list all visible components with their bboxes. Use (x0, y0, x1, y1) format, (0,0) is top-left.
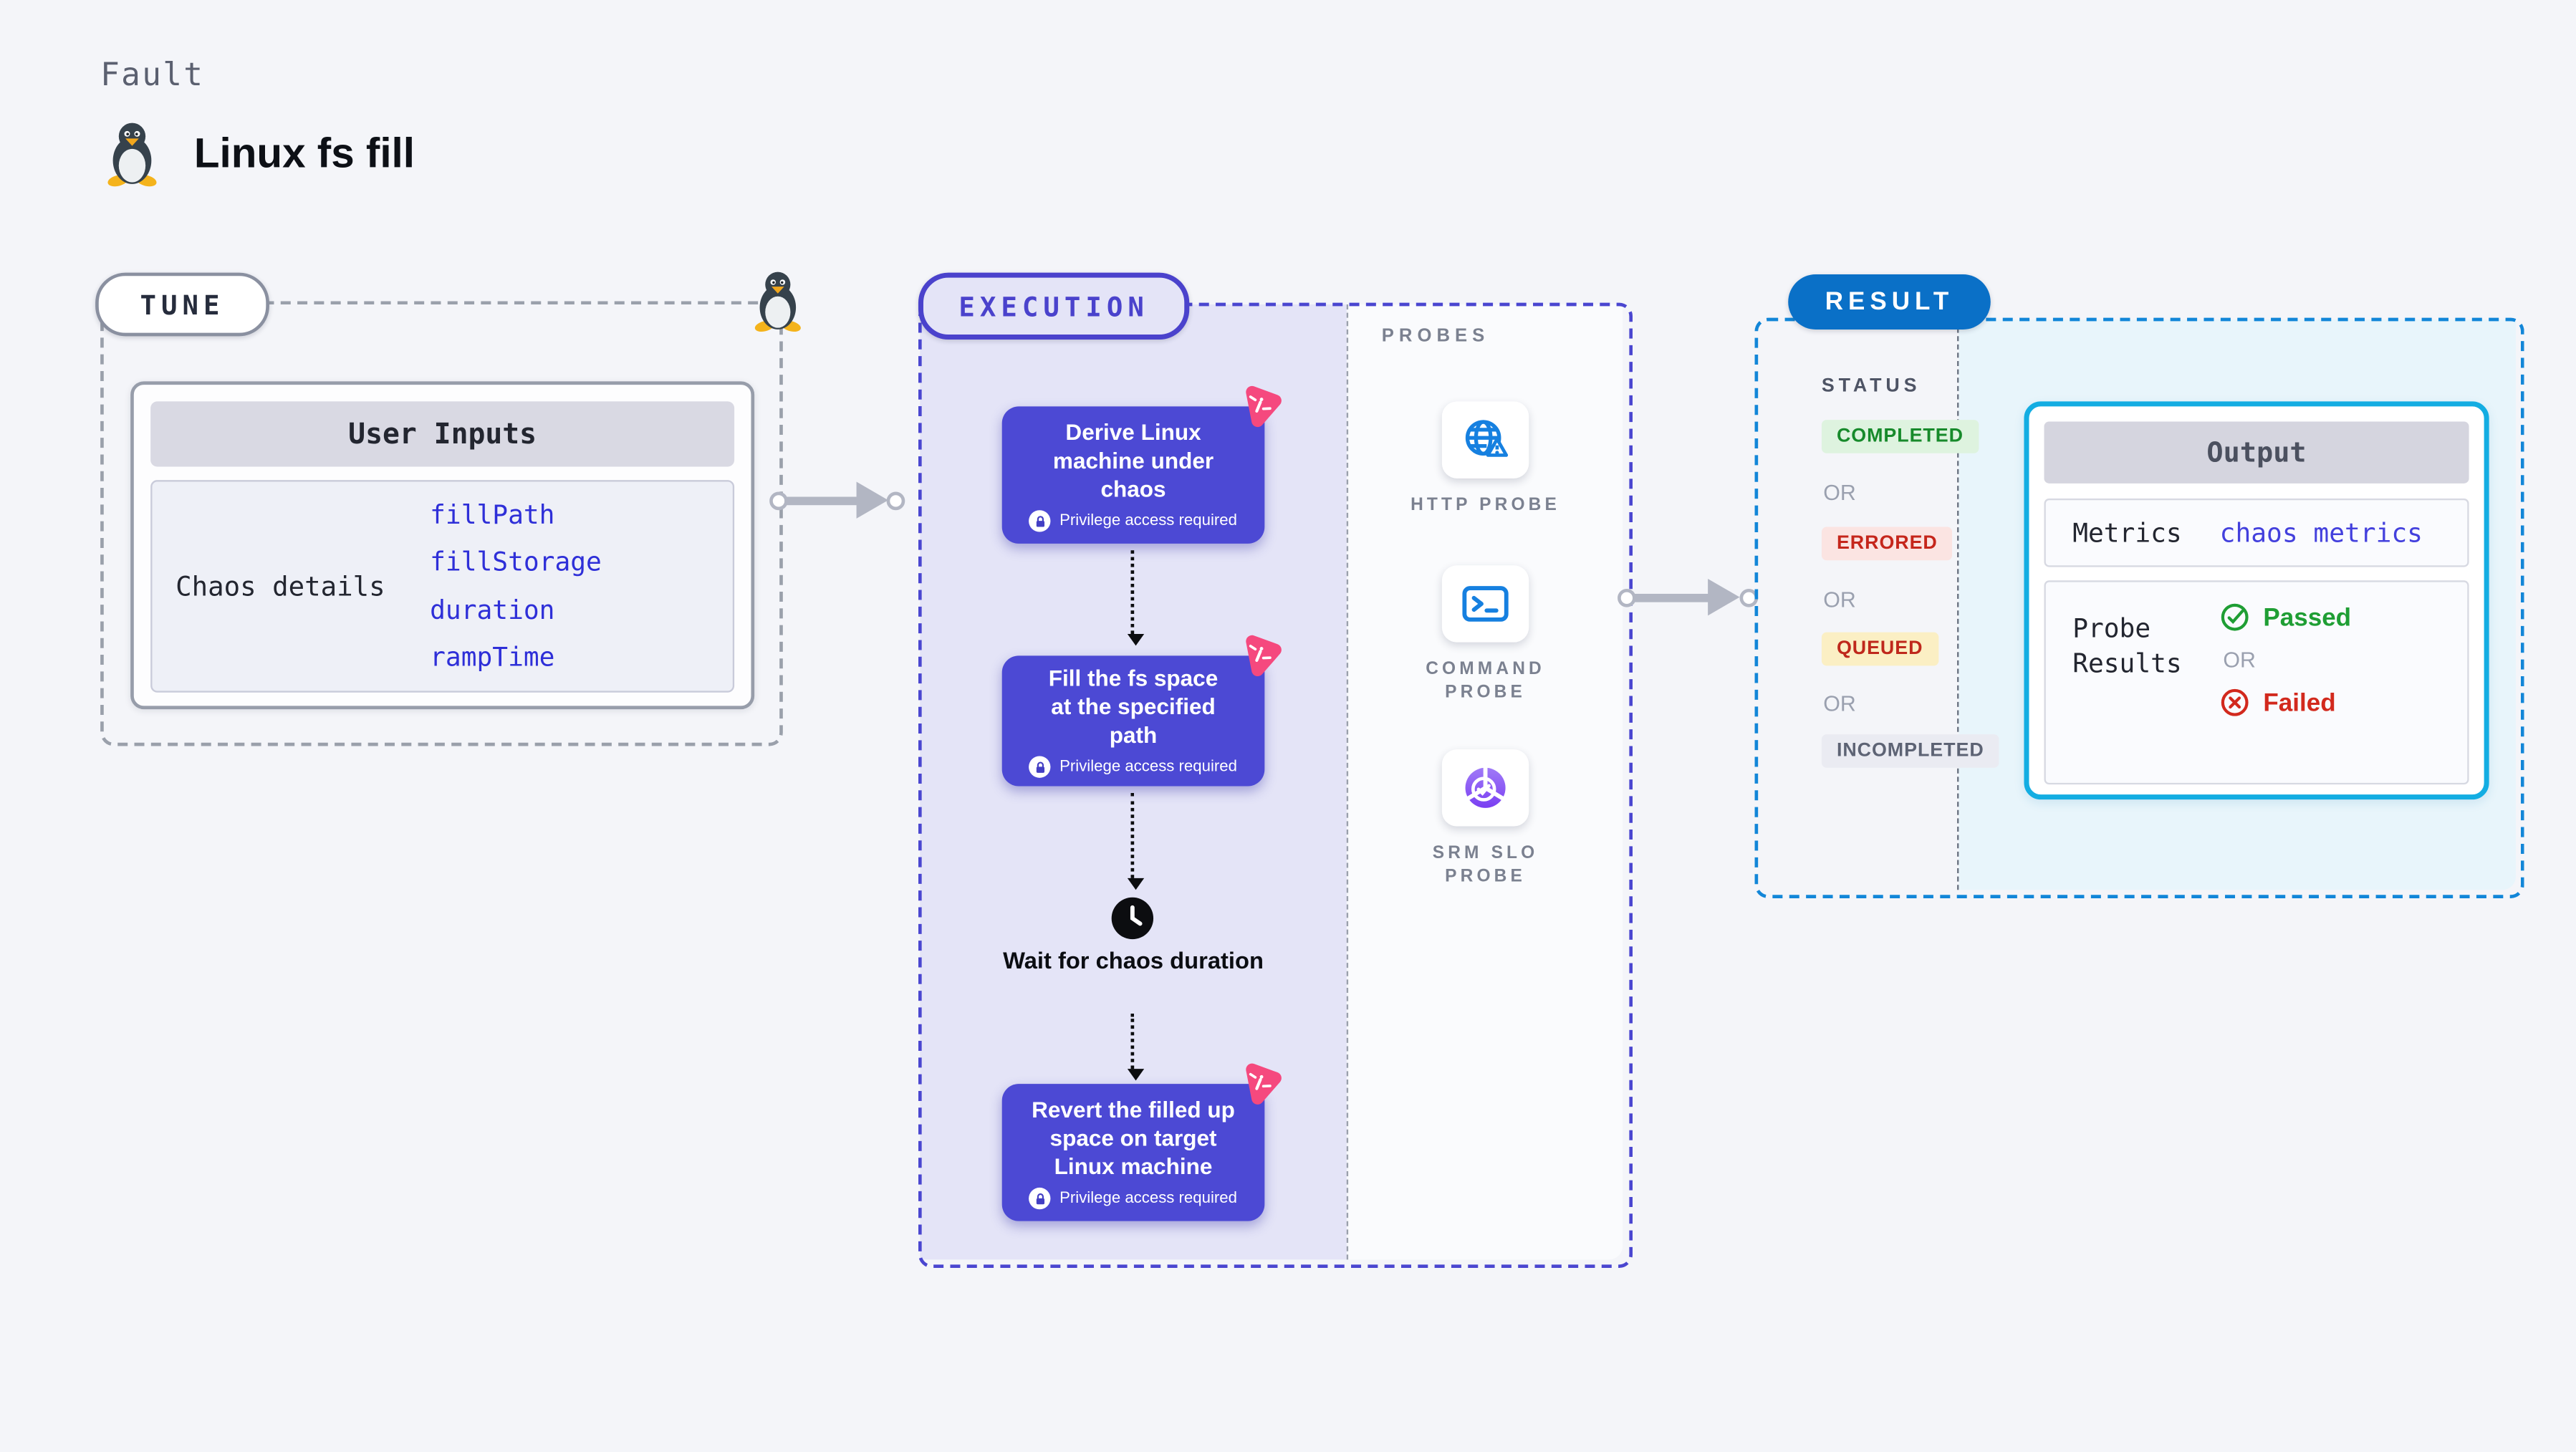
step-title: Derive Linux machine under chaos (1052, 420, 1214, 502)
check-circle-icon (2220, 602, 2250, 633)
chaoshub-icon (1235, 1059, 1286, 1110)
execution-badge: EXECUTION (918, 272, 1190, 340)
probe-tile (1441, 565, 1529, 643)
probe-command: COMMAND PROBE (1348, 565, 1623, 705)
page-kicker: Fault (100, 57, 205, 94)
privilege-note: Privilege access required (1059, 1189, 1237, 1208)
dotted-arrow (1127, 792, 1144, 890)
connector-bar (1633, 592, 1714, 602)
probe-http: HTTP PROBE (1348, 401, 1623, 517)
status-badge-completed: COMPLETED (1821, 420, 1979, 453)
probe-tile (1441, 401, 1529, 479)
step-fill-fs-space: Fill the fs space at the specified path … (1001, 655, 1265, 787)
dotted-arrow (1127, 1014, 1144, 1081)
x-circle-icon (2220, 688, 2250, 718)
status-output-divider (1957, 319, 1959, 890)
status-badge-incompleted: INCOMPLETED (1821, 734, 1999, 768)
execution-probes-divider (1346, 304, 1349, 1260)
failed-result: Failed (2220, 688, 2351, 718)
probe-results-label: Probe Results (2072, 613, 2182, 679)
execution-section (918, 302, 1633, 1269)
globe-alert-icon (1461, 415, 1511, 465)
user-inputs-card: User Inputs Chaos details fillPath fillS… (130, 381, 755, 710)
clock-icon (1111, 897, 1155, 941)
probe-tile (1441, 749, 1529, 827)
failed-label: Failed (2263, 688, 2336, 717)
or-label: OR (1823, 587, 1856, 612)
lock-icon (1029, 510, 1052, 532)
input-value: fillStorage (430, 547, 602, 578)
result-section (1754, 317, 2524, 898)
step-note: Privilege access required (1029, 1187, 1237, 1210)
passed-result: Passed (2220, 602, 2351, 633)
user-inputs-header: User Inputs (150, 401, 735, 467)
dotted-arrow (1127, 550, 1144, 646)
connector-bar (784, 496, 862, 505)
input-value: rampTime (430, 643, 555, 673)
chaos-metrics-link: chaos metrics (2219, 517, 2423, 548)
probe-label: COMMAND PROBE (1426, 659, 1545, 703)
input-value: fillPath (430, 499, 555, 530)
chaoshub-icon (1235, 382, 1286, 433)
flow-arrow-tune-to-execution (769, 481, 906, 519)
tux-icon (104, 120, 160, 187)
probe-label: HTTP PROBE (1410, 495, 1561, 516)
status-header: STATUS (1821, 376, 1921, 397)
passed-label: Passed (2263, 602, 2352, 632)
input-value: duration (430, 595, 555, 625)
chaos-details-label: Chaos details (176, 570, 385, 602)
terminal-icon (1461, 579, 1511, 629)
probe-label: SRM SLO PROBE (1432, 842, 1539, 888)
connector-dot (886, 491, 905, 510)
step-title: Revert the filled up space on target Lin… (1032, 1097, 1235, 1180)
lock-icon (1029, 756, 1052, 778)
step-derive-machine: Derive Linux machine under chaos Privile… (1001, 406, 1265, 544)
step-revert-space: Revert the filled up space on target Lin… (1001, 1084, 1265, 1221)
metrics-label: Metrics (2072, 517, 2182, 548)
privilege-note: Privilege access required (1059, 757, 1237, 777)
slo-donut-icon (1461, 763, 1511, 813)
or-label: OR (2223, 647, 2256, 673)
status-badge-errored: ERRORED (1821, 527, 1953, 561)
probe-srm-slo: SRM SLO PROBE (1348, 749, 1623, 889)
metrics-row: Metrics chaos metrics (2044, 498, 2469, 567)
or-label: OR (1823, 480, 1856, 506)
tux-icon-small (751, 269, 804, 333)
page-header: Linux fs fill (104, 120, 415, 187)
page-title: Linux fs fill (193, 129, 415, 177)
probe-results-values: Passed OR Failed (2220, 602, 2351, 766)
step-title: Fill the fs space at the specified path (1048, 665, 1219, 748)
output-header: Output (2044, 421, 2469, 484)
lock-icon (1029, 1187, 1052, 1210)
tune-section (100, 301, 783, 746)
step-note: Privilege access required (1029, 756, 1237, 778)
probe-results-row: Probe Results Passed OR Failed (2044, 580, 2469, 785)
result-badge: RESULT (1788, 274, 1991, 330)
wait-duration-label: Wait for chaos duration (1003, 946, 1264, 974)
chaoshub-icon (1235, 631, 1286, 682)
or-label: OR (1823, 691, 1856, 716)
chaos-input-list: fillPath fillStorage duration rampTime (430, 482, 733, 691)
step-note: Privilege access required (1029, 510, 1237, 532)
user-inputs-body: Chaos details fillPath fillStorage durat… (150, 480, 735, 693)
flow-arrow-execution-to-result (1616, 578, 1760, 616)
privilege-note: Privilege access required (1059, 511, 1237, 531)
arrowhead-icon (856, 481, 888, 519)
tune-badge: TUNE (95, 272, 269, 337)
output-card: Output Metrics chaos metrics Probe Resul… (2024, 401, 2489, 800)
probes-header: PROBES (1381, 326, 1490, 347)
status-badge-queued: QUEUED (1821, 632, 1938, 666)
arrowhead-icon (1708, 578, 1740, 616)
